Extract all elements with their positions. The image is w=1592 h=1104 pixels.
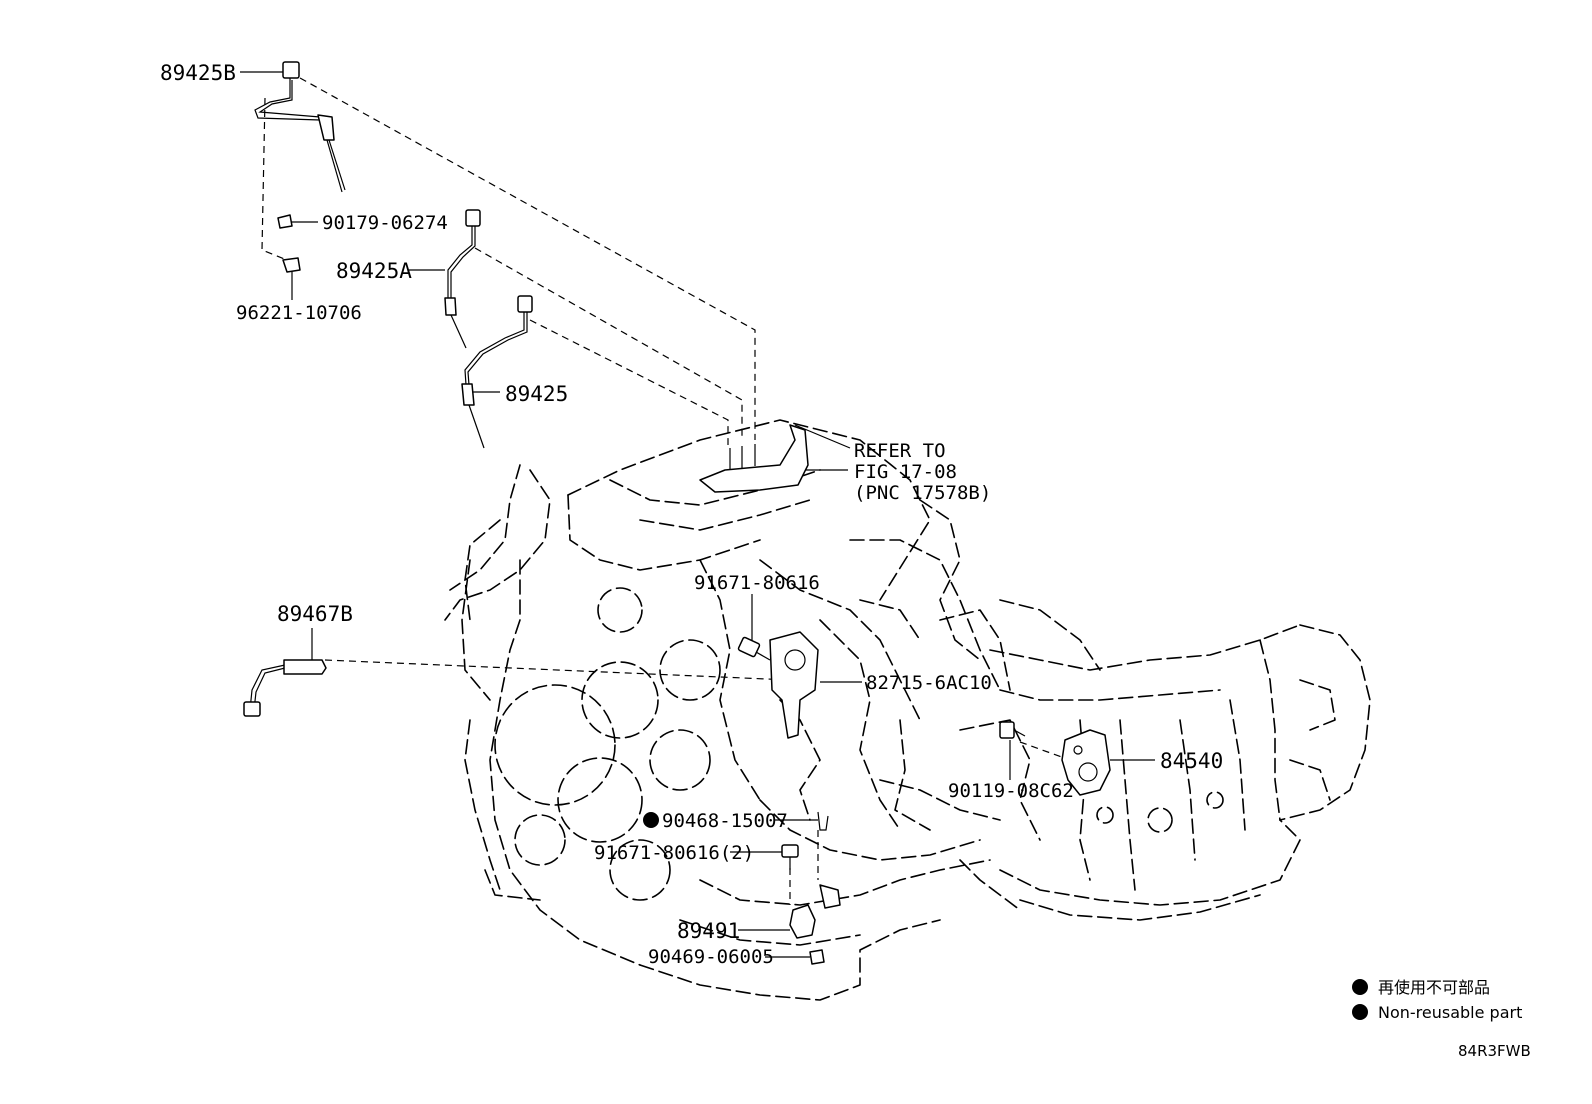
label-89425B[interactable]: 89425B [160,61,236,85]
label-91671-80616-qty2[interactable]: 91671-80616(2) [594,842,754,864]
bracket-82715-6AC10[interactable] [769,631,819,739]
assembly-dashed-lines [261,77,1071,905]
non-reusable-marker [643,812,659,828]
legend-text-jp: 再使用不可部品 [1378,978,1490,997]
bolt-91671-80616[interactable] [737,636,771,661]
bolt-91671-80616-qty2[interactable] [781,844,799,870]
figure-code: 84R3FWB [1458,1042,1531,1060]
label-84540[interactable]: 84540 [1160,749,1223,773]
label-90468-15007[interactable]: 90468-15007 [662,810,788,832]
clamp-90469-06005[interactable] [809,949,825,965]
sensor-89491[interactable] [789,884,841,939]
part-number-labels: 89425B 90179-06274 96221-10706 89425A 89… [160,61,1223,968]
sensor-bracket-refer-fig[interactable] [699,424,809,493]
clamp-96221-10706[interactable] [282,257,301,273]
legend-marker-en [1352,1004,1368,1020]
clip-90179-06274[interactable] [277,214,293,229]
label-89491[interactable]: 89491 [677,919,740,943]
label-89425[interactable]: 89425 [505,382,568,406]
legend-text-en: Non-reusable part [1378,1003,1522,1022]
label-90119-08C62[interactable]: 90119-08C62 [948,780,1074,802]
refer-note-line3[interactable]: (PNC 17578B) [854,482,991,504]
exhaust-temp-sensor-89425B[interactable] [254,61,346,193]
label-89467B[interactable]: 89467B [277,602,353,626]
legend: 再使用不可部品 Non-reusable part [1352,978,1522,1022]
air-fuel-sensor-89467B[interactable] [243,659,327,717]
engine-assembly-outline [444,419,1371,1001]
neutral-start-switch-84540[interactable] [1061,729,1111,796]
label-91671-80616[interactable]: 91671-80616 [694,572,820,594]
exhaust-temp-sensor-89425[interactable] [461,295,533,449]
refer-note-line2[interactable]: FIG 17-08 [854,461,957,483]
label-89425A[interactable]: 89425A [336,259,412,283]
clip-90468-15007[interactable] [817,811,829,831]
label-96221-10706[interactable]: 96221-10706 [236,302,362,324]
refer-note-line1: REFER TO [854,440,946,462]
bolt-90119-08C62[interactable] [999,721,1026,739]
legend-marker-jp [1352,979,1368,995]
exhaust-temp-sensor-89425A[interactable] [444,209,481,349]
label-82715-6AC10[interactable]: 82715-6AC10 [866,672,992,694]
label-90469-06005[interactable]: 90469-06005 [648,946,774,968]
label-90179-06274[interactable]: 90179-06274 [322,212,448,234]
